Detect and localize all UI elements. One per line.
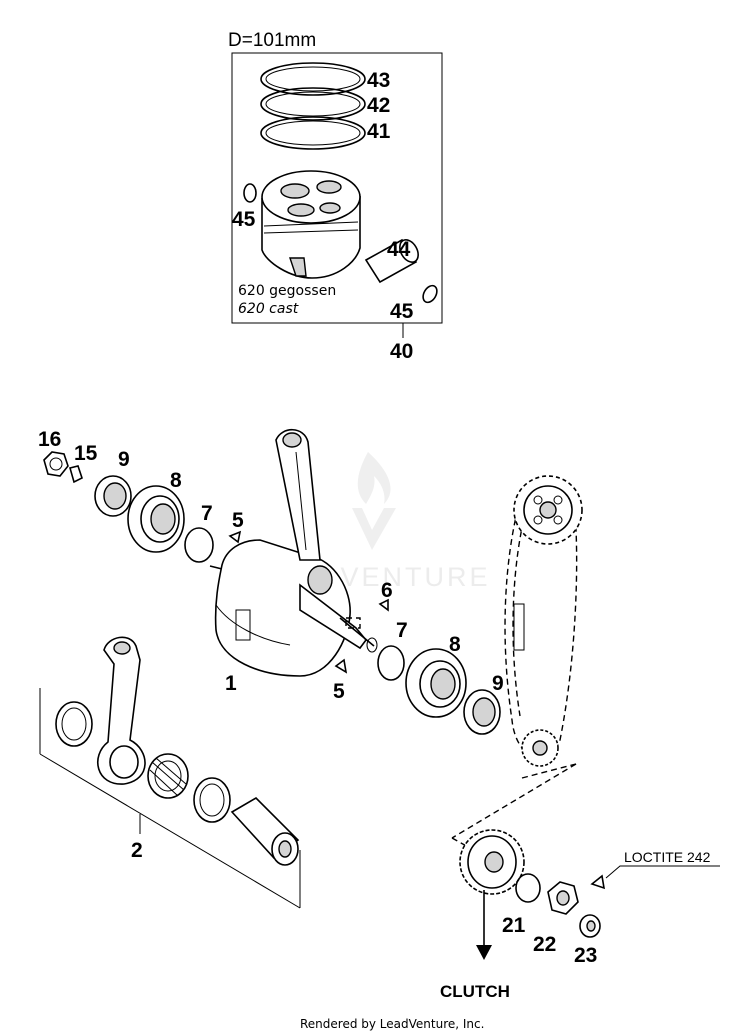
align-line-3	[451, 837, 471, 849]
wrist-pin[interactable]	[364, 237, 422, 284]
oil-seal-9-right[interactable]	[463, 689, 501, 735]
callout-42: 42	[367, 94, 390, 117]
crank-pin[interactable]	[230, 796, 300, 866]
callout-7-left: 7	[201, 502, 213, 525]
keyway-dashed	[345, 617, 361, 629]
callout-45-right: 45	[390, 300, 414, 323]
con-rod-kit-bracket	[39, 688, 301, 909]
callout-7-right: 7	[396, 619, 408, 642]
nut-16[interactable]	[43, 451, 69, 477]
callout-6: 6	[381, 579, 393, 602]
circlip-left[interactable]	[243, 183, 257, 203]
callout-43: 43	[367, 69, 390, 92]
piston-group-box	[231, 52, 443, 324]
shim-7-left[interactable]	[184, 527, 214, 563]
piston-note-english: 620 cast	[238, 301, 299, 317]
callout-16: 16	[38, 428, 61, 451]
callout-22: 22	[533, 933, 556, 956]
key-5-upper[interactable]	[228, 530, 242, 544]
callout-40: 40	[390, 340, 413, 363]
key-6[interactable]	[378, 598, 389, 612]
footer-credit: Rendered by LeadVenture, Inc.	[300, 1017, 484, 1031]
piston[interactable]	[261, 170, 361, 279]
nut-23[interactable]	[579, 914, 601, 938]
callout-9-right: 9	[492, 672, 504, 695]
callout-21: 21	[502, 914, 526, 937]
washer-15[interactable]	[69, 465, 83, 484]
callout-8-right: 8	[449, 633, 461, 656]
callout-9-left: 9	[118, 448, 130, 471]
connecting-rod[interactable]	[96, 636, 146, 785]
clutch-label: CLUTCH	[440, 982, 510, 1001]
washer-21[interactable]	[515, 873, 541, 903]
loctite-label: LOCTITE 242	[624, 849, 711, 865]
shim-7-right[interactable]	[377, 645, 405, 681]
callout-2: 2	[131, 839, 143, 862]
needle-bearing[interactable]	[147, 753, 189, 799]
clutch-arrow-icon	[476, 945, 492, 960]
loctite-leader	[605, 865, 720, 879]
callout-8-left: 8	[170, 469, 182, 492]
callout-5-upper: 5	[232, 509, 244, 532]
callout-23: 23	[574, 944, 597, 967]
thrust-washer-right[interactable]	[193, 777, 231, 823]
piston-ring-42[interactable]	[260, 87, 366, 121]
thrust-washer-left-inner	[61, 707, 87, 741]
callout-44: 44	[387, 238, 411, 261]
bearing-8-right[interactable]	[405, 648, 467, 718]
piston-ring-43[interactable]	[260, 62, 366, 96]
primary-gear[interactable]	[459, 829, 525, 895]
crank-sprocket[interactable]	[521, 729, 559, 767]
camshaft-sprocket[interactable]	[513, 475, 583, 545]
nut-22[interactable]	[547, 881, 579, 915]
bore-diameter-label: D=101mm	[228, 30, 316, 51]
callout-41: 41	[367, 120, 391, 143]
bearing-8-left[interactable]	[127, 485, 185, 553]
key-5-lower[interactable]	[334, 658, 348, 674]
key-loctite[interactable]	[590, 874, 606, 890]
chain-guide	[513, 603, 525, 651]
thrust-washer-left[interactable]	[55, 701, 93, 747]
piston-ring-41[interactable]	[260, 116, 366, 150]
callout-1: 1	[225, 672, 237, 695]
circlip-right[interactable]	[420, 283, 439, 305]
oil-seal-9-left[interactable]	[94, 475, 132, 517]
crankshaft[interactable]	[209, 428, 378, 677]
callout-5-lower: 5	[333, 680, 345, 703]
align-line-2	[451, 763, 577, 839]
callout-15: 15	[74, 442, 98, 465]
callout-45-left: 45	[232, 208, 256, 231]
piston-note-german: 620 gegossen	[238, 283, 336, 299]
thrust-washer-right-inner	[199, 783, 225, 817]
align-line-1	[521, 763, 577, 779]
